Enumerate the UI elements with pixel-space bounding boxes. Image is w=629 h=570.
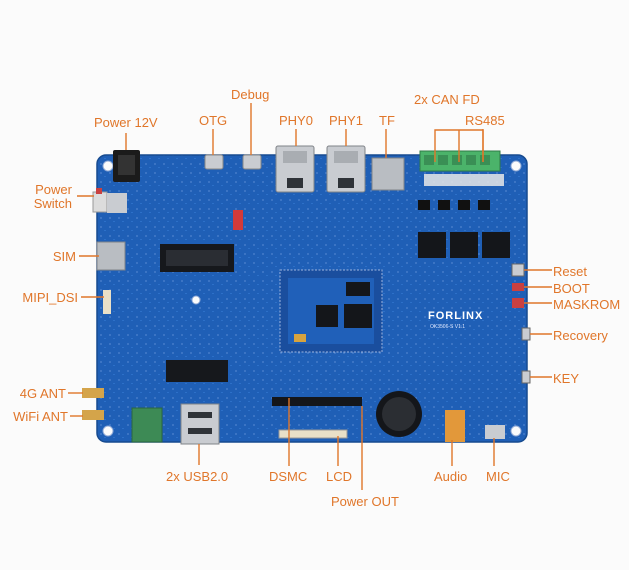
mount-hole — [102, 160, 114, 172]
ant-4g-connector — [82, 388, 104, 398]
label-mipi-dsi: MIPI_DSI — [22, 290, 78, 305]
label-dsmc: DSMC — [269, 469, 308, 484]
reset-button — [511, 263, 525, 277]
dsmc-header — [272, 397, 362, 406]
mount-hole — [510, 160, 522, 172]
label-mic: MIC — [486, 469, 510, 484]
recovery-button — [521, 327, 531, 341]
key-button — [521, 370, 531, 384]
lcd-connector — [278, 429, 348, 439]
label-usb: 2x USB2.0 — [166, 469, 229, 484]
relay — [418, 232, 446, 258]
label-debug: Debug — [231, 87, 270, 102]
usb-connector — [180, 403, 220, 445]
power-switch — [92, 191, 108, 213]
label-tf: TF — [379, 113, 395, 128]
m2-slot — [166, 360, 228, 382]
label-audio: Audio — [434, 469, 468, 484]
wifi-module — [131, 407, 163, 443]
mount-hole — [102, 425, 114, 437]
relay — [482, 232, 510, 258]
label-power-out: Power OUT — [331, 494, 399, 509]
label-lcd: LCD — [326, 469, 353, 484]
audio-jack — [445, 410, 465, 442]
label-reset: Reset — [553, 264, 587, 279]
label-can-fd: 2x CAN FD — [414, 92, 480, 107]
mount-hole — [510, 425, 522, 437]
label-otg: OTG — [199, 113, 228, 128]
label-rs485: RS485 — [465, 113, 505, 128]
label-power-switch-1: Power — [35, 182, 72, 197]
label-key: KEY — [553, 371, 580, 386]
label-4g-ant: 4G ANT — [19, 386, 66, 401]
label-power-switch-2: Switch — [33, 196, 72, 211]
debug-connector — [242, 154, 262, 170]
board-model: OK3506-S V1.1 — [430, 324, 466, 330]
dip-switch — [233, 210, 243, 230]
sim-slot — [96, 241, 126, 271]
mount-hole — [191, 295, 201, 305]
label-power-12v: Power 12V — [94, 115, 158, 130]
mic-component — [485, 425, 505, 439]
label-wifi-ant: WiFi ANT — [13, 409, 68, 424]
label-phy0: PHY0 — [279, 113, 313, 128]
label-phy1: PHY1 — [329, 113, 363, 128]
label-sim: SIM — [52, 249, 76, 264]
tf-slot — [371, 157, 405, 191]
label-recovery: Recovery — [553, 328, 608, 343]
relay — [450, 232, 478, 258]
mipi-dsi-connector — [103, 290, 111, 314]
boot-switch — [512, 283, 524, 291]
leader-lines — [68, 103, 552, 490]
wifi-ant-connector — [82, 410, 104, 420]
maskrom-switch — [512, 298, 524, 308]
soc-chip — [316, 305, 338, 327]
otg-connector — [204, 154, 224, 170]
board-brand: FORLINX — [428, 310, 484, 322]
label-boot: BOOT — [553, 281, 590, 296]
label-maskrom: MASKROM — [553, 297, 621, 312]
